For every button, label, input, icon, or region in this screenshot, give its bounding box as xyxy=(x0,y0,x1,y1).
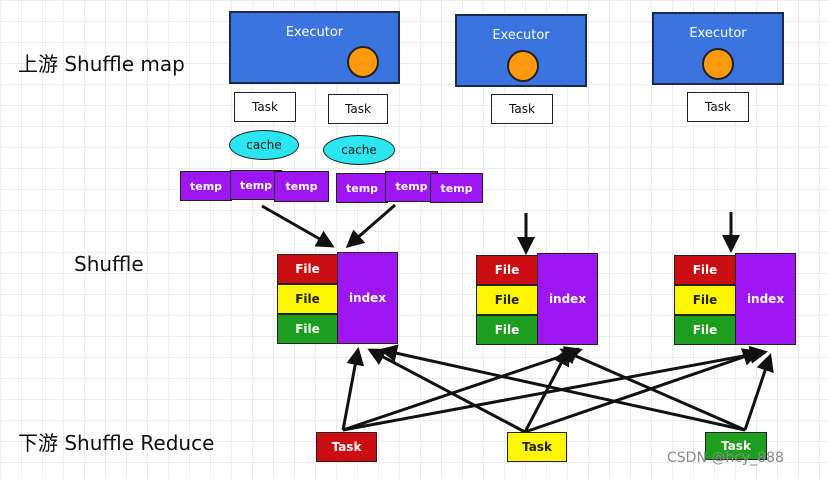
arrow-reduce3-to-shuffle1 xyxy=(379,344,746,432)
shuffle-3-index: index xyxy=(735,253,796,345)
map-task-1: Task xyxy=(234,92,296,122)
temp-2: temp xyxy=(230,170,282,200)
cache-2: cache xyxy=(323,135,395,165)
arrow-temp-to-file-2 xyxy=(345,203,396,248)
upstream-shuffle-map-label: 上游 Shuffle map xyxy=(18,52,185,76)
shuffle-1-file-green: File xyxy=(277,314,338,344)
map-task-3: Task xyxy=(491,94,553,124)
cache-1: cache xyxy=(229,130,299,160)
shuffle-3-file-yellow: File xyxy=(674,285,736,315)
reduce-task-green: Task xyxy=(705,432,767,460)
executor-1-core-circle xyxy=(347,46,379,78)
executor-1-label: Executor xyxy=(285,25,344,40)
reduce-task-red: Task xyxy=(316,432,377,462)
executor-3: Executor xyxy=(652,12,784,85)
temp-1: temp xyxy=(180,171,232,201)
shuffle-2-file-red: File xyxy=(476,255,538,285)
executor-3-label: Executor xyxy=(689,26,747,41)
executor-2: Executor xyxy=(455,14,587,87)
shuffle-2-file-green: File xyxy=(476,315,538,345)
arrow-reduce1-to-shuffle2 xyxy=(342,346,583,432)
shuffle-3-file-red: File xyxy=(674,255,736,285)
reduce-task-yellow: Task xyxy=(507,432,567,462)
shuffle-1-file-red: File xyxy=(277,254,338,284)
temp-6: temp xyxy=(430,173,483,203)
arrow-reduce2-to-shuffle3 xyxy=(524,348,761,434)
shuffle-1-file-yellow: File xyxy=(277,284,338,314)
arrow-reduce3-to-shuffle3 xyxy=(743,353,774,431)
arrow-reduce1-to-shuffle3 xyxy=(342,345,768,432)
map-task-2: Task xyxy=(328,94,388,124)
shuffle-label: Shuffle xyxy=(74,252,144,276)
arrow-reduce3-to-shuffle2 xyxy=(559,347,746,432)
arrow-reduce1-to-shuffle1 xyxy=(341,347,365,431)
downstream-shuffle-reduce-label: 下游 Shuffle Reduce xyxy=(18,431,215,455)
arrow-reduce2-to-shuffle1 xyxy=(367,348,526,434)
shuffle-2-index: index xyxy=(537,253,598,345)
arrow-temp-to-file-1 xyxy=(261,204,335,248)
temp-5: temp xyxy=(385,171,438,202)
temp-3: temp xyxy=(274,171,329,202)
executor-2-label: Executor xyxy=(492,28,550,43)
map-task-4: Task xyxy=(687,92,749,122)
executor-2-core-circle xyxy=(507,50,539,82)
shuffle-2-file-yellow: File xyxy=(476,285,538,315)
temp-4: temp xyxy=(336,173,388,203)
executor-1: Executor xyxy=(229,11,400,84)
watermark: CSDN @hcy_888 xyxy=(667,450,784,466)
executor-3-core-circle xyxy=(702,48,734,80)
shuffle-1-index: index xyxy=(337,252,398,344)
